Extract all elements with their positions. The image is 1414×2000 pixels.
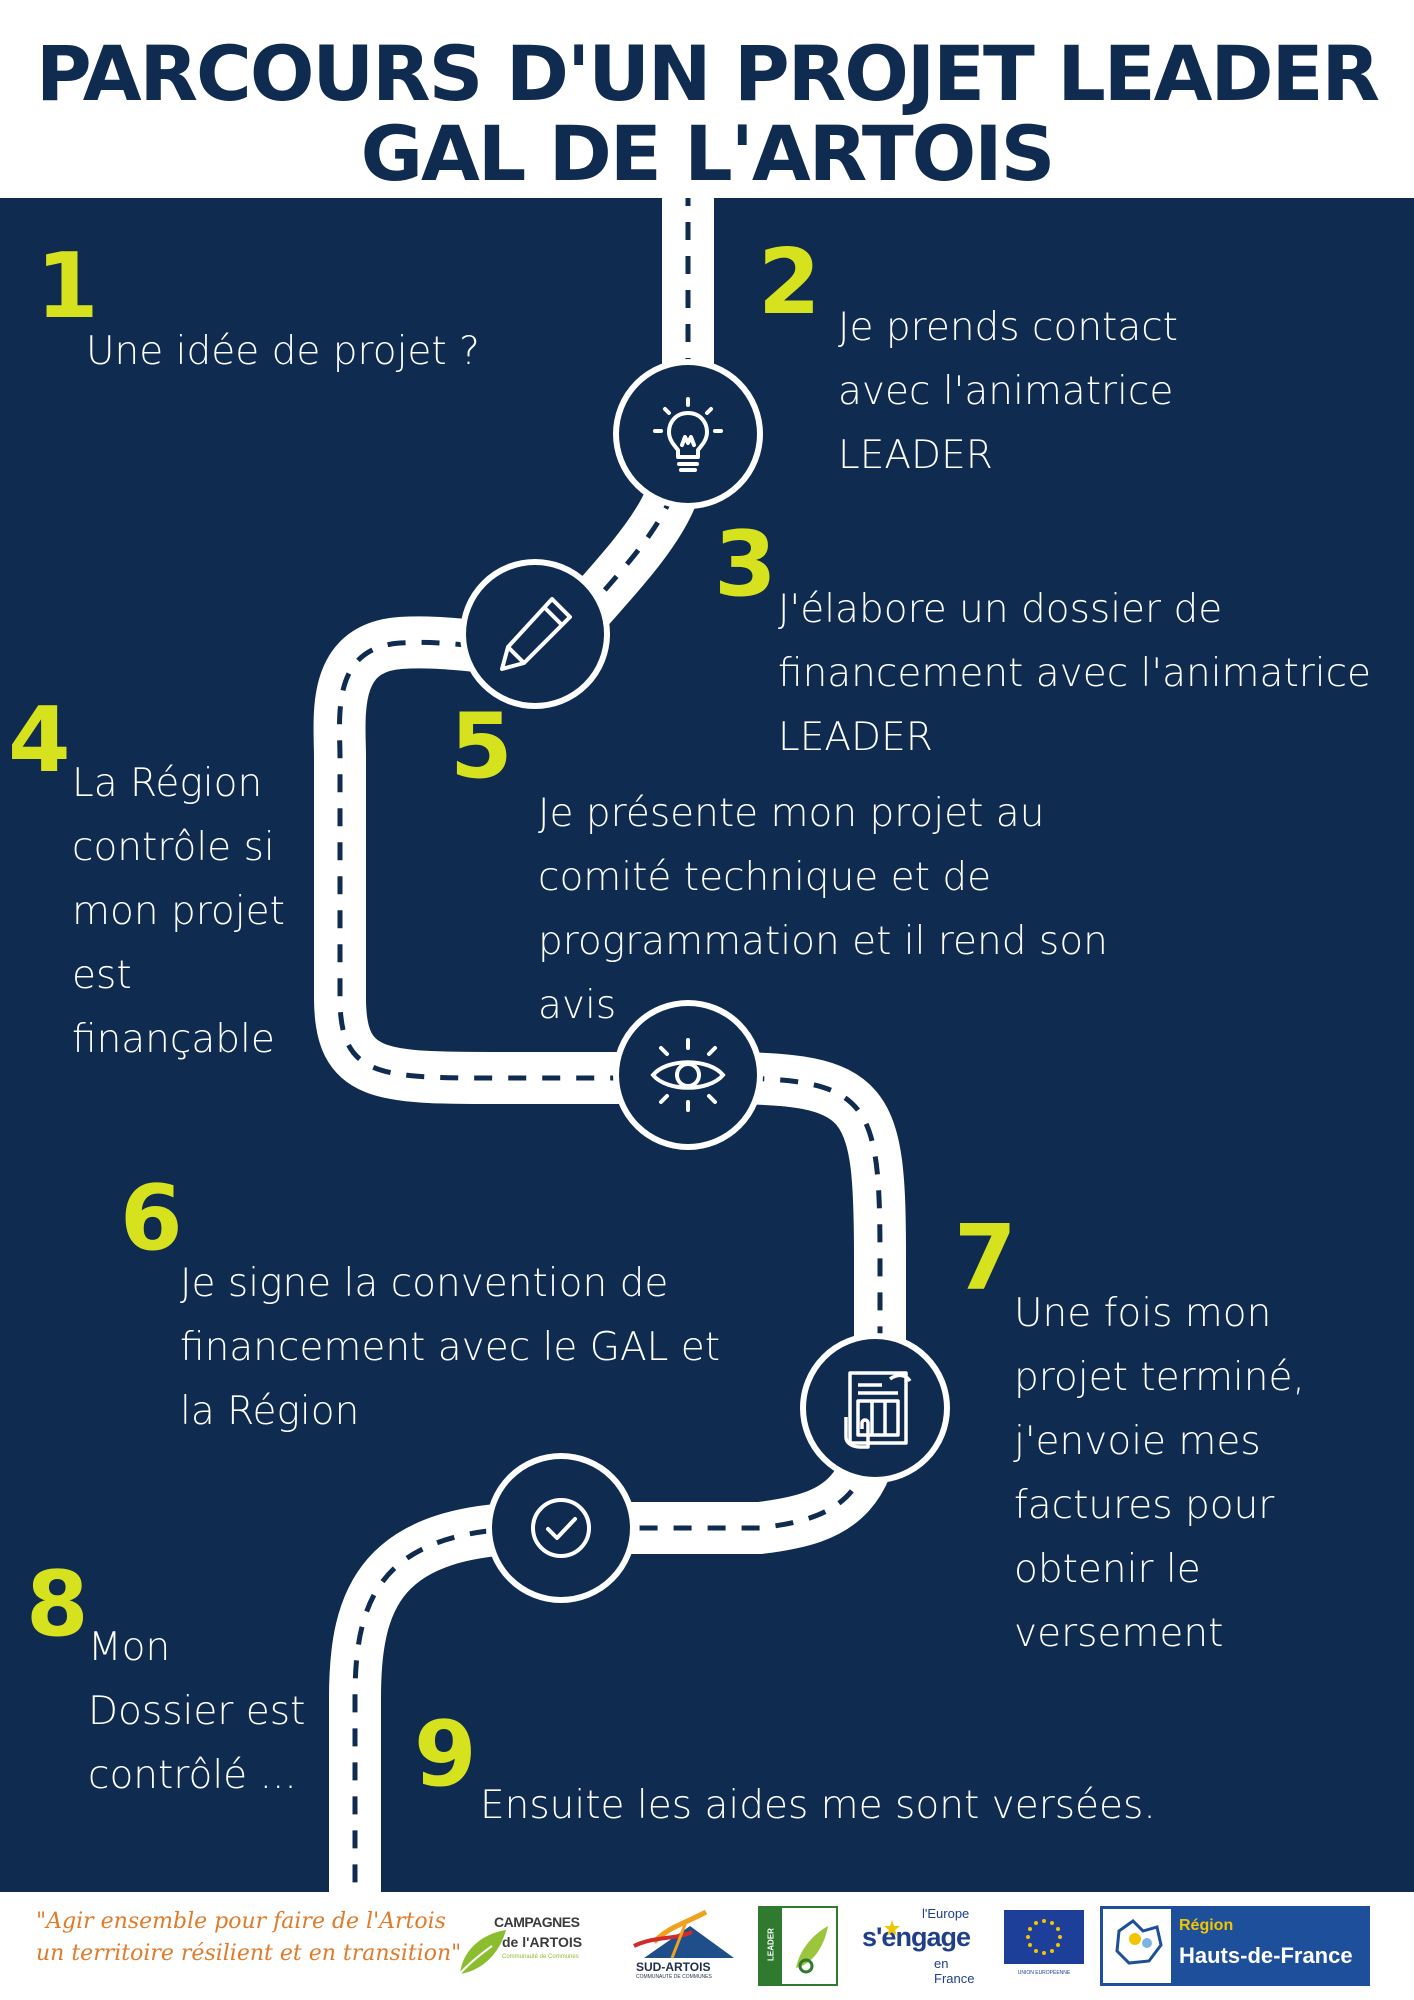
document-signing-icon: [800, 1333, 950, 1483]
step-5-text: Je présente mon projet au comité techniq…: [538, 791, 1108, 1028]
sud-artois-logo: SUD-ARTOIS COMMUNAUTÉ DE COMMUNES: [614, 1906, 744, 1986]
step-1-text: Une idée de projet ?: [86, 329, 480, 374]
lightbulb-icon: [613, 359, 763, 509]
leader-logo: LEADER: [758, 1906, 838, 1986]
step-7-number: 7: [954, 1206, 1017, 1311]
region-name-box: Région Hauts-de-France: [1171, 1909, 1367, 1983]
region-hauts-de-france-logo: Région Hauts-de-France: [1100, 1906, 1370, 1986]
step-4-text: La Région contrôle si mon projet est fin…: [72, 761, 285, 1062]
step-8-text: Mon Dossier est contrôlé ...: [88, 1625, 306, 1798]
step-5-number: 5: [450, 694, 513, 799]
road-panel: 1 Une idée de projet ? 2 Je prends conta…: [0, 198, 1414, 1892]
step-6-number: 6: [120, 1166, 183, 1271]
step-2-number: 2: [758, 230, 821, 335]
sud-artois-emblem-icon: [633, 1909, 734, 1959]
page-title-line-2: GAL DE L'ARTOIS: [360, 109, 1056, 198]
footer: "Agir ensemble pour faire de l'Artois un…: [0, 1892, 1414, 2000]
eu-flag-icon: [1004, 1910, 1084, 1964]
step-9-text: Ensuite les aides me sont versées.: [480, 1783, 1156, 1828]
slogan: "Agir ensemble pour faire de l'Artois un…: [36, 1909, 462, 1966]
leaf-icon: [455, 1930, 506, 1979]
checkmark-icon: [486, 1453, 636, 1603]
leader-emblem-icon: [760, 1908, 828, 1984]
europe-sengage-logo: l'Europe s'engage en France: [862, 1906, 975, 1986]
step-3-text: J'élabore un dossier de financement avec…: [778, 587, 1372, 760]
eye-icon: [613, 1000, 763, 1150]
step-4-number: 4: [8, 688, 71, 793]
eu-flag-logo: UNION EUROPÉENNE: [1004, 1906, 1084, 1986]
title-banner: PARCOURS D'UN PROJET LEADER GAL DE L'ART…: [0, 0, 1414, 198]
step-1-number: 1: [36, 234, 99, 339]
star-icon: [884, 1920, 900, 1936]
page-title-line-1: PARCOURS D'UN PROJET LEADER: [35, 29, 1380, 118]
pencil-icon: [460, 559, 610, 709]
campagnes-artois-logo: CAMPAGNES de l'ARTOIS Communauté de Comm…: [452, 1906, 602, 1986]
step-2-text: Je prends contact avec l'animatrice LEAD…: [838, 305, 1178, 478]
step-3-number: 3: [714, 512, 777, 617]
region-map-icon: [1115, 1919, 1163, 1965]
step-7-text: Une fois mon projet terminé, j'envoie me…: [1014, 1291, 1305, 1656]
step-8-number: 8: [26, 1552, 89, 1657]
step-9-number: 9: [414, 1702, 477, 1807]
step-6-text: Je signe la convention de financement av…: [180, 1261, 721, 1434]
road-surface: [313, 198, 906, 1892]
road-center-line: [337, 198, 883, 1892]
